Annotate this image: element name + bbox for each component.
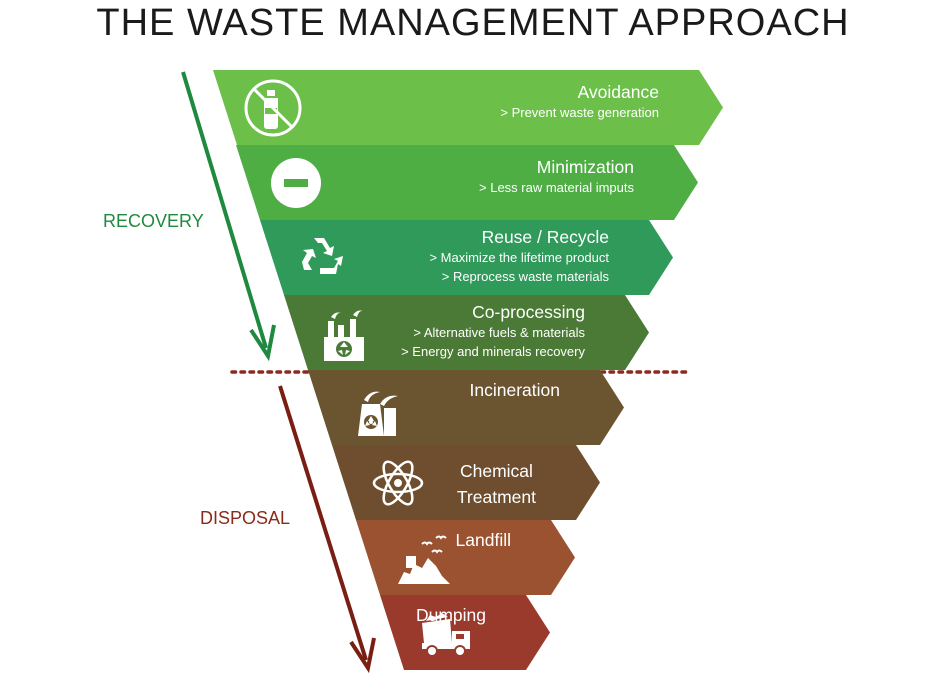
tier-incineration: Incineration [308, 370, 624, 445]
tier-title: Incineration [469, 380, 560, 400]
recycle-icon [290, 228, 350, 293]
tier-co-processing: Co-processing > Alternative fuels & mater… [284, 295, 649, 370]
tier-chemical-treatment: Chemical Treatment [332, 445, 600, 520]
disposal-arrow [278, 385, 376, 674]
tier-description: > Maximize the lifetime product [429, 250, 609, 265]
tier-shape [332, 445, 600, 520]
power-plant-icon [344, 378, 404, 443]
tier-title: Minimization [536, 157, 634, 177]
tier-shape [213, 70, 723, 145]
tier-description: > Reprocess waste materials [441, 269, 609, 284]
page-title: THE WASTE MANAGEMENT APPROACH [96, 2, 850, 44]
tier-title: Dumping [415, 605, 486, 625]
tier-landfill: Landfill [356, 520, 575, 595]
dump-truck-icon [416, 603, 476, 668]
tier-title: Chemical Treatment [456, 461, 536, 507]
tier-shape [236, 145, 698, 220]
tier-title: Reuse / Recycle [481, 227, 609, 247]
landfill-birds-icon [392, 528, 452, 593]
tier-title: Landfill [455, 530, 511, 550]
atom-icon [368, 453, 428, 518]
tier-description: > Prevent waste generation [500, 105, 659, 120]
disposal-label: DISPOSAL [200, 508, 291, 528]
tier-description: > Energy and minerals recovery [401, 344, 585, 359]
tier-description: > Alternative fuels & materials [413, 325, 585, 340]
tier-shape [260, 220, 673, 295]
tier-minimization: Minimization > Less raw material imputs [236, 145, 698, 220]
tier-reuse-recycle: Reuse / Recycle > Maximize the lifetime p… [260, 220, 673, 295]
factory-recycle-icon [314, 303, 374, 368]
minus-circle-icon [266, 153, 326, 218]
tier-title: Co-processing [472, 302, 585, 322]
no-plastic-bottle-icon [243, 78, 303, 143]
tier-avoidance: Avoidance > Prevent waste generation [213, 70, 723, 145]
tier-shape [284, 295, 649, 370]
tier-description: > Less raw material imputs [479, 180, 634, 195]
tier-title: Avoidance [577, 82, 659, 102]
recovery-arrow [181, 71, 276, 362]
tier-dumping: Dumping [380, 595, 550, 670]
recovery-label: RECOVERY [103, 211, 204, 231]
